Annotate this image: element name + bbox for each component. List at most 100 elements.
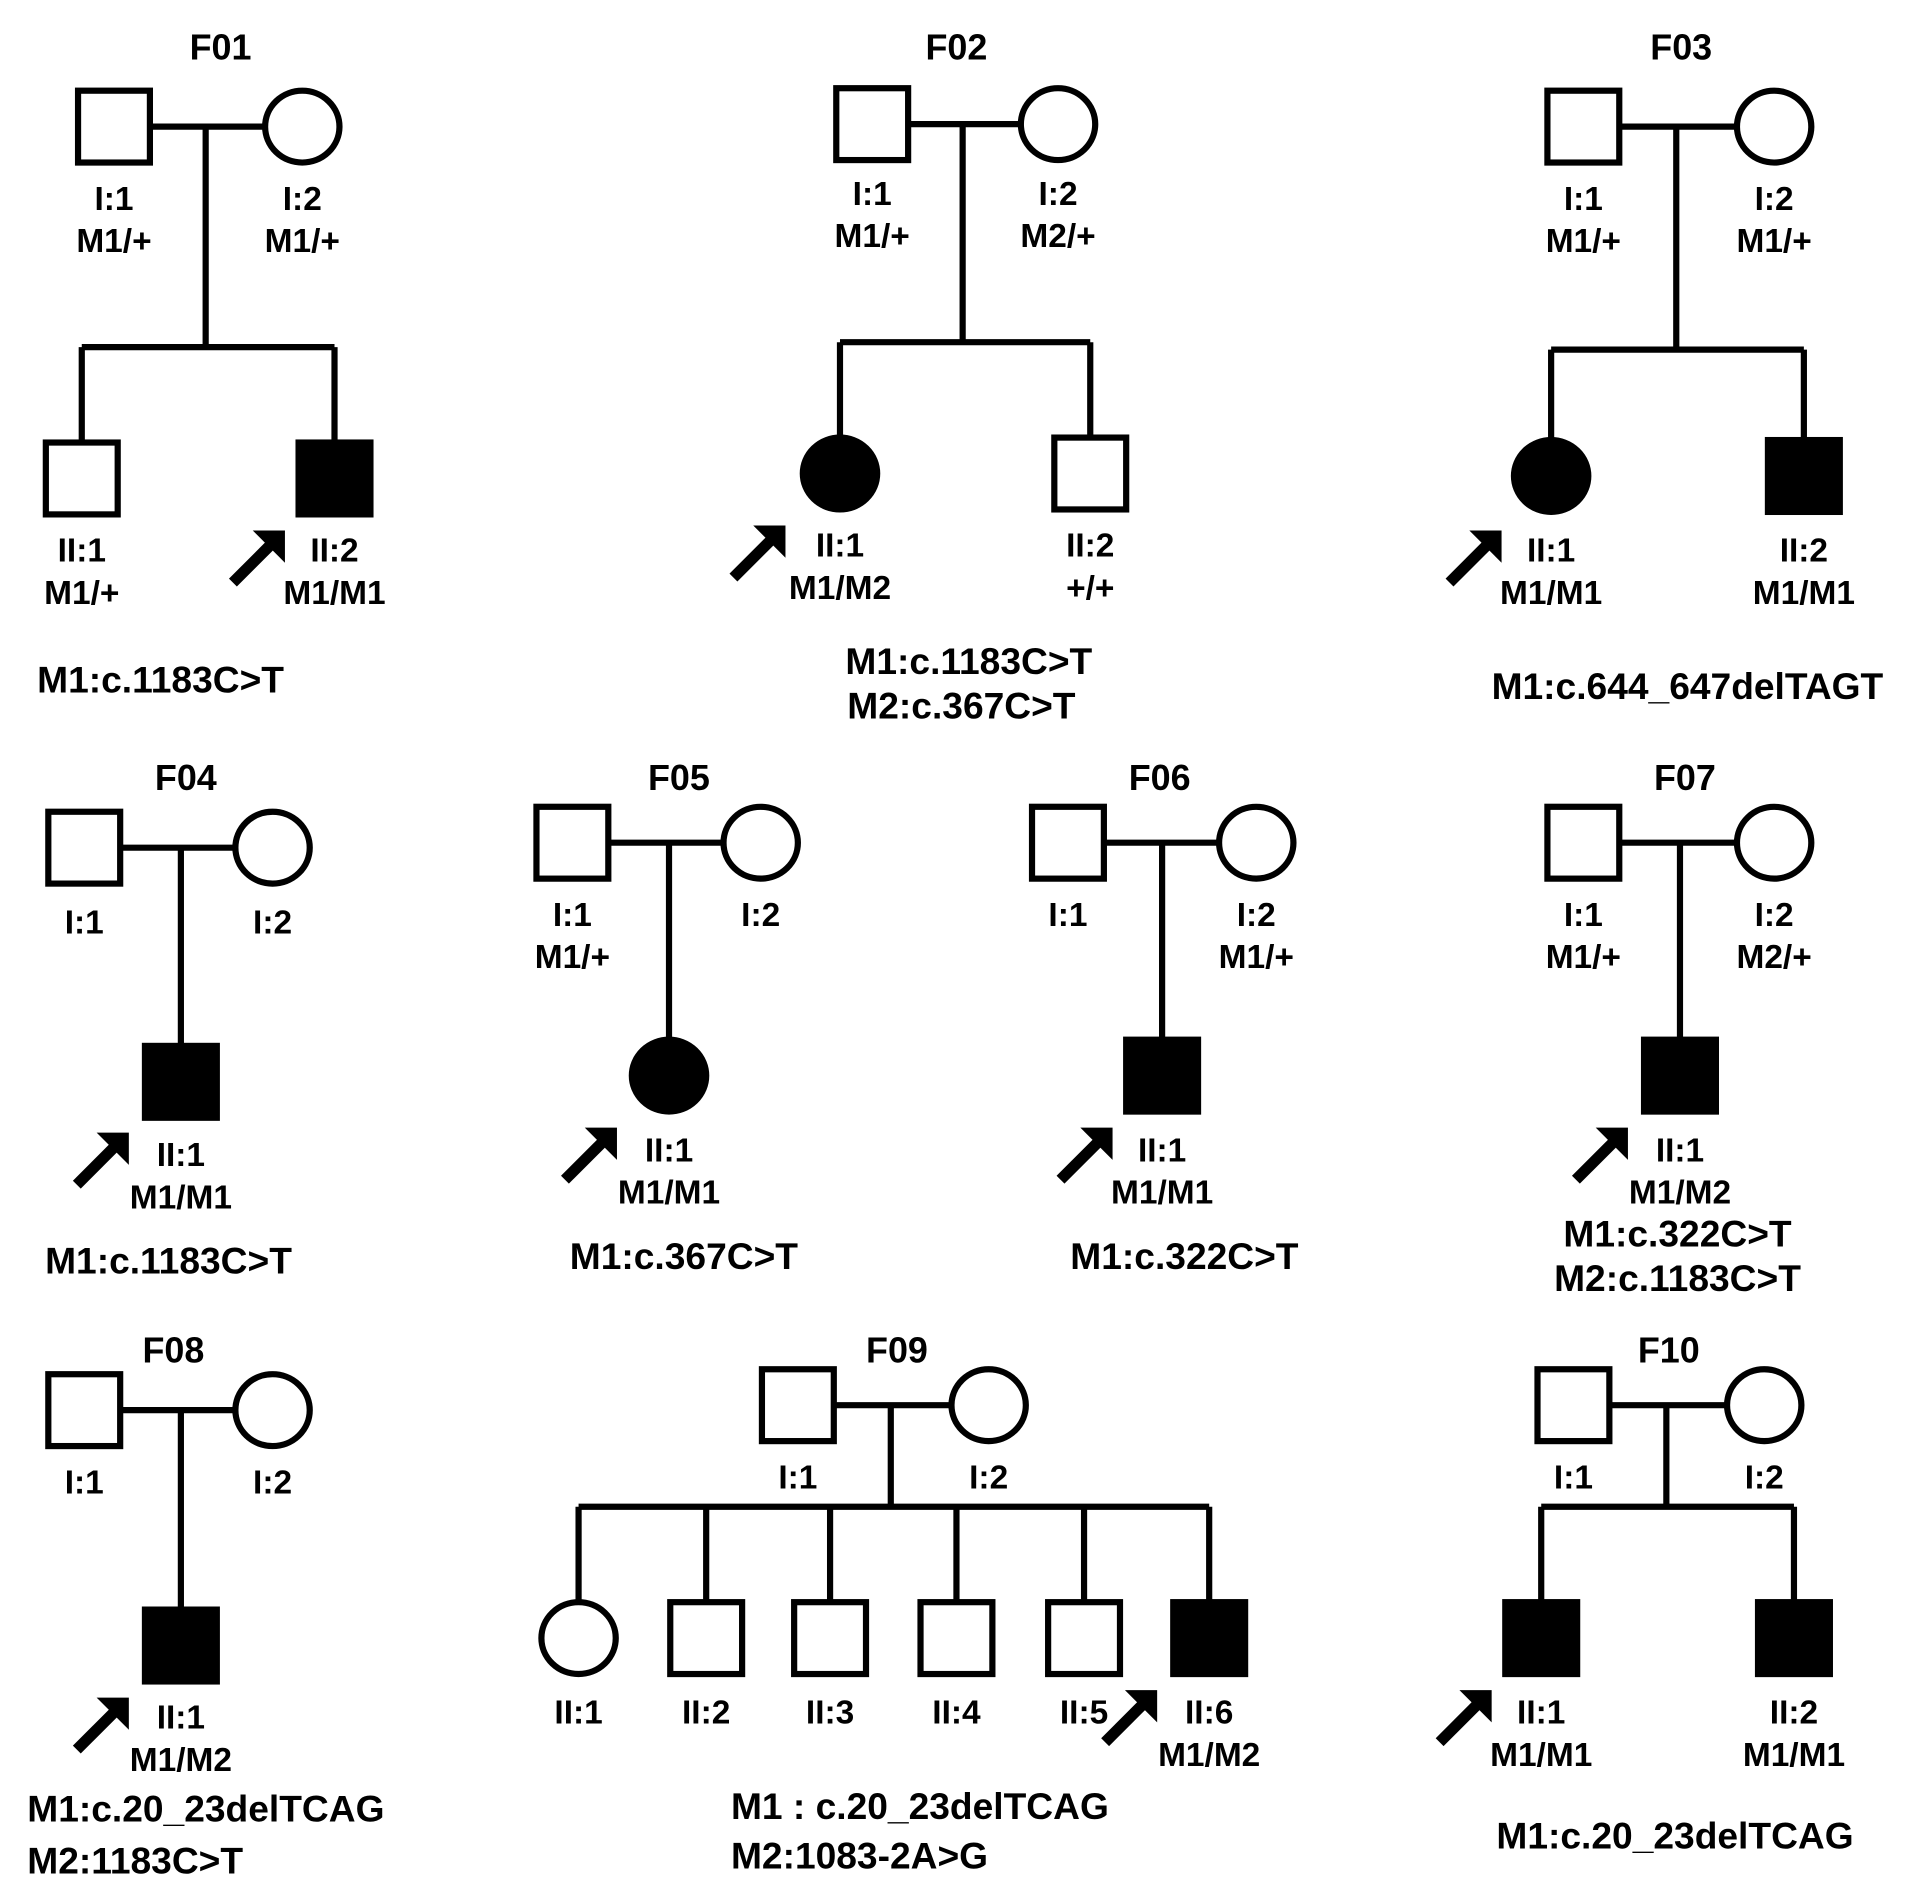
proband-arrow-icon <box>1435 1690 1492 1747</box>
genotype-label: M1/+ <box>1736 223 1811 260</box>
child-circle-symbol <box>799 434 881 513</box>
parent-circle-symbol <box>1017 85 1099 164</box>
proband-arrow-head <box>1469 530 1502 563</box>
parent-square-symbol <box>533 803 612 882</box>
genotype-label: M1/M1 <box>1743 1737 1845 1774</box>
individual-id-label: II:1 <box>1517 1695 1565 1732</box>
individual-id-label: I:2 <box>1755 181 1794 218</box>
genotype-label: M1/M1 <box>1111 1174 1213 1211</box>
individual-id-label: II:1 <box>554 1695 602 1732</box>
individual-id-label: II:6 <box>1185 1695 1233 1732</box>
individual-id-label: II:5 <box>1060 1695 1108 1732</box>
individual-id-label: I:1 <box>94 181 133 218</box>
individual-id-label: II:4 <box>932 1695 981 1732</box>
parent-square-symbol <box>758 1366 837 1445</box>
child-square-symbol <box>667 1599 746 1678</box>
parent-square-symbol <box>1544 803 1623 882</box>
individual-id-label: I:2 <box>253 904 292 941</box>
mutation-legend: M2:c.1183C>T <box>1554 1257 1801 1299</box>
parent-circle-symbol <box>232 808 313 887</box>
genotype-label: M1/+ <box>76 223 151 260</box>
child-square-symbol <box>1754 1599 1833 1678</box>
mutation-legend: M1:c.20_23delTCAG <box>27 1787 384 1829</box>
family-title: F04 <box>155 757 217 798</box>
individual-id-label: I:1 <box>1048 897 1087 934</box>
individual-id-label: II:1 <box>157 1137 205 1174</box>
child-square-symbol <box>1640 1036 1720 1115</box>
child-square-symbol <box>295 439 374 518</box>
genotype-label: M1/M2 <box>130 1742 232 1779</box>
individual-id-label: II:2 <box>682 1695 730 1732</box>
genotype-label: M1/M1 <box>1490 1737 1592 1774</box>
parent-circle-symbol <box>1733 87 1815 166</box>
proband-arrow-shaft <box>729 536 775 582</box>
mutation-legend: M2:1183C>T <box>27 1839 243 1881</box>
child-square-symbol <box>1764 436 1843 516</box>
individual-id-label: II:1 <box>816 528 864 565</box>
family-title: F08 <box>143 1330 205 1371</box>
individual-id-label: II:1 <box>1656 1132 1704 1169</box>
genotype-label: M1/+ <box>1546 939 1621 976</box>
genotype-label: M1/+ <box>265 223 340 260</box>
proband-arrow-icon <box>1445 530 1502 587</box>
proband-arrow-icon <box>729 525 786 582</box>
parent-square-symbol <box>1544 87 1623 166</box>
parent-square-symbol <box>74 87 154 166</box>
genotype-label: M1/M1 <box>1753 575 1855 612</box>
child-square-symbol <box>141 1042 220 1121</box>
genotype-label: +/+ <box>1066 570 1114 607</box>
child-circle-symbol <box>538 1599 619 1678</box>
genotype-label: M1/+ <box>835 218 910 255</box>
child-square-symbol <box>917 1599 996 1678</box>
parent-square-symbol <box>1028 803 1107 882</box>
child-square-symbol <box>1123 1036 1202 1115</box>
child-square-symbol <box>791 1599 870 1678</box>
genotype-label: M2/+ <box>1020 218 1095 255</box>
mutation-legend: M1:c.1183C>T <box>45 1240 292 1282</box>
parent-circle-symbol <box>948 1366 1029 1445</box>
child-square-symbol <box>1045 1599 1124 1678</box>
proband-arrow-head <box>252 530 285 563</box>
individual-id-label: II:2 <box>1066 528 1114 565</box>
child-square-symbol <box>141 1606 220 1685</box>
individual-id-label: I:2 <box>969 1459 1008 1496</box>
proband-arrow-head <box>1124 1690 1158 1723</box>
genotype-label: M1/+ <box>1546 223 1621 260</box>
proband-arrow-icon <box>72 1697 129 1754</box>
mutation-legend: M1:c.1183C>T <box>845 640 1092 682</box>
individual-id-label: II:1 <box>58 533 106 570</box>
mutation-legend: M1:c.20_23delTCAG <box>1496 1815 1853 1857</box>
child-square-symbol <box>1170 1599 1249 1678</box>
individual-id-label: I:2 <box>741 897 780 934</box>
proband-arrow-icon <box>72 1132 129 1189</box>
proband-arrow-shaft <box>72 1708 118 1754</box>
individual-id-label: II:1 <box>645 1132 693 1169</box>
individual-id-label: I:1 <box>853 176 892 213</box>
genotype-label: M2/+ <box>1736 939 1811 976</box>
genotype-label: M1/M1 <box>618 1174 720 1211</box>
genotype-label: M1/M1 <box>130 1179 232 1216</box>
parent-circle-symbol <box>720 803 801 882</box>
individual-id-label: II:1 <box>157 1700 205 1737</box>
mutation-legend: M1:c.322C>T <box>1070 1235 1299 1277</box>
family-f01: F01I:1M1/+I:2M1/+II:1M1/+II:2M1/M1M1:c.1… <box>37 26 385 700</box>
individual-id-label: II:1 <box>1527 533 1575 570</box>
individual-id-label: I:1 <box>1564 181 1603 218</box>
family-f07: F07I:1M1/+I:2M2/+II:1M1/M2M1:c.322C>TM2:… <box>1544 757 1815 1299</box>
genotype-label: M1/M2 <box>1629 1174 1731 1211</box>
individual-id-label: I:1 <box>65 1464 104 1501</box>
individual-id-label: II:2 <box>310 533 358 570</box>
proband-arrow-shaft <box>72 1143 118 1189</box>
individual-id-label: I:1 <box>1554 1459 1593 1496</box>
family-title: F07 <box>1654 757 1716 798</box>
proband-arrow-icon <box>1101 1690 1158 1747</box>
proband-arrow-shaft <box>1101 1701 1147 1747</box>
child-circle-symbol <box>628 1036 710 1115</box>
proband-arrow-shaft <box>1056 1138 1102 1184</box>
parent-circle-symbol <box>232 1371 313 1450</box>
family-title: F02 <box>926 26 988 67</box>
genotype-label: M1/+ <box>44 575 119 612</box>
